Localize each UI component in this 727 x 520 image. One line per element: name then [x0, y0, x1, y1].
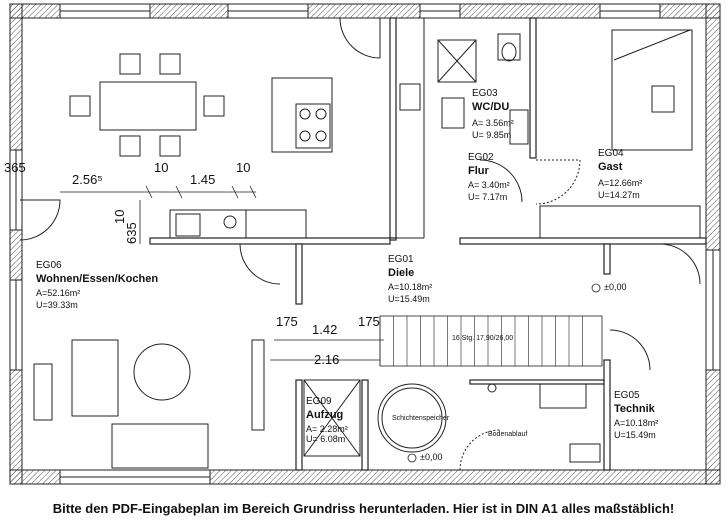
dimension-label: 175: [276, 314, 298, 329]
room-name: Aufzug: [306, 409, 343, 421]
room-code: EG06: [36, 260, 62, 271]
dimension-label: 175: [358, 314, 380, 329]
interior-walls: [149, 17, 707, 471]
room-perimeter: U=39.33m: [36, 300, 78, 310]
stair-treads: [379, 316, 583, 366]
room-label-diele: EG01 Diele A=10.18m² U=15.49m: [388, 254, 432, 304]
dimension-label: 2.56⁵: [72, 172, 103, 187]
dimension-label: 365: [4, 160, 26, 175]
room-label-technik: EG05 Technik A=10.18m² U=15.49m: [614, 390, 658, 440]
room-perimeter: U=15.49m: [388, 294, 430, 304]
room-code: EG03: [472, 88, 498, 99]
dimension-label: 10: [112, 210, 127, 224]
storage-annotation: Schichtenspeicher: [392, 415, 450, 422]
room-name: Technik: [614, 403, 656, 415]
windows: [9, 3, 721, 485]
room-label-gast: EG04 Gast A=12.66m² U=14.27m: [598, 148, 642, 200]
room-code: EG09: [306, 396, 332, 407]
room-area: A=52.16m²: [36, 288, 80, 298]
dimension-label: 10: [236, 160, 250, 175]
room-name: WC/DU: [472, 101, 509, 113]
kitchen-counter: [169, 209, 307, 239]
room-label-wc: EG03 WC/DU A= 3.56m² U= 9.85m: [472, 88, 514, 140]
room-code: EG05: [614, 390, 640, 401]
dimension-lines: [60, 185, 384, 361]
room-perimeter: U=14.27m: [598, 190, 640, 200]
level-marker-tech: [407, 453, 417, 463]
door-swings: [19, 17, 701, 471]
room-area: A= 3.40m²: [468, 180, 510, 190]
dimension-label: 10: [154, 160, 168, 175]
room-name: Diele: [388, 267, 414, 279]
dining-table: [69, 53, 225, 157]
room-area: A=10.18m²: [614, 418, 658, 428]
room-code: EG04: [598, 148, 624, 159]
living-furniture: [33, 339, 265, 469]
room-perimeter: U=15.49m: [614, 430, 656, 440]
room-perimeter: U= 6.08m: [306, 434, 345, 444]
room-area: A=12.66m²: [598, 178, 642, 188]
room-label-aufzug: EG09 Aufzug A= 2.28m² U= 6.08m: [306, 396, 348, 444]
dimension-label: 2.16: [314, 352, 339, 367]
room-perimeter: U= 7.17m: [468, 192, 507, 202]
room-area: A= 3.56m²: [472, 118, 514, 128]
kitchen-island: [271, 77, 333, 153]
room-label-wohnen: EG06 Wohnen/Essen/Kochen A=52.16m² U=39.…: [36, 260, 158, 310]
room-label-flur: EG02 Flur A= 3.40m² U= 7.17m: [468, 152, 510, 202]
room-code: EG02: [468, 152, 494, 163]
tech-equipment: [487, 383, 601, 463]
room-name: Gast: [598, 161, 623, 173]
level-marker-entry: [591, 283, 601, 293]
dimension-label: 1.45: [190, 172, 215, 187]
storage-tank: [377, 383, 447, 453]
download-notice: Bitte den PDF-Eingabeplan im Bereich Gru…: [0, 496, 727, 520]
bathroom-fixtures: [395, 17, 529, 239]
room-name: Wohnen/Essen/Kochen: [36, 273, 158, 285]
room-code: EG01: [388, 254, 414, 265]
level-label: ±0,00: [420, 452, 442, 462]
level-label: ±0,00: [604, 282, 626, 292]
dimension-label: 635: [124, 222, 139, 244]
elevator: [303, 379, 361, 457]
room-area: A= 2.28m²: [306, 424, 348, 434]
drain-annotation: Bodenablauf: [488, 431, 527, 438]
stairs-annotation: 16 Stg. 17,90/26,00: [452, 335, 513, 342]
guest-furniture: [539, 29, 701, 239]
room-name: Flur: [468, 165, 489, 177]
dimension-label: 1.42: [312, 322, 337, 337]
room-area: A=10.18m²: [388, 282, 432, 292]
room-perimeter: U= 9.85m: [472, 130, 511, 140]
